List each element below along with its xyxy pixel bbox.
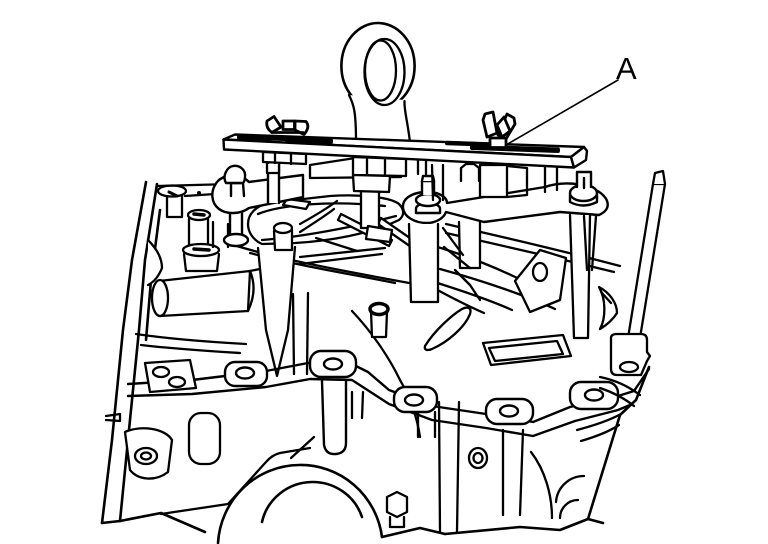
svg-text:A: A (616, 51, 637, 86)
